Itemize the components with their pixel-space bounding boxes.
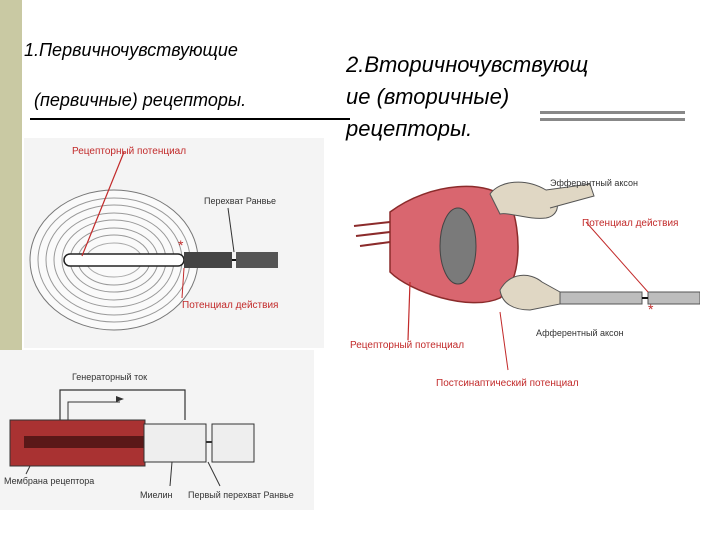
- label-action-potential: Потенциал действия: [582, 218, 678, 229]
- generator-current-loop: [60, 390, 185, 420]
- label-receptor-potential: Рецепторный потенциал: [72, 146, 186, 157]
- label-node-of-ranvier: Перехват Ранвье: [204, 196, 276, 206]
- divider-right-top: [540, 111, 685, 114]
- action-potential-star-icon: *: [178, 237, 184, 253]
- pacinian-corpuscle-diagram: * Рецепторный потенциал Перехват Ранвье …: [24, 138, 324, 348]
- generator-current-diagram: Генераторный ток Мембрана рецептора Миел…: [0, 350, 314, 510]
- afferent-myelin-1: [560, 292, 642, 304]
- first-node-pointer: [208, 462, 220, 486]
- secondary-receptors-heading-line3: рецепторы.: [346, 116, 472, 142]
- divider-left: [30, 118, 350, 120]
- primary-receptor-figure: * Рецепторный потенциал Перехват Ранвье …: [24, 138, 324, 348]
- action-potential-star-icon: *: [648, 301, 654, 317]
- current-arrow-icon: [116, 396, 124, 402]
- node-pointer: [228, 208, 234, 252]
- primary-receptors-heading-line2: (первичные) рецепторы.: [34, 90, 246, 111]
- label-myelin: Миелин: [140, 490, 173, 500]
- myelin-pointer: [170, 462, 172, 486]
- primary-receptors-heading-line1: 1.Первичночувствующие: [24, 40, 238, 61]
- axon-core: [24, 436, 144, 448]
- label-first-node: Первый перехват Ранвье: [188, 490, 294, 500]
- secondary-receptors-heading-line1: 2.Вторичночувствующ: [346, 52, 588, 78]
- label-action-potential: Потенциал действия: [182, 300, 278, 311]
- receptor-potential-pointer: [408, 282, 410, 340]
- generator-current-inner-loop: [68, 402, 120, 420]
- label-efferent-axon: Эфферентный аксон: [550, 178, 638, 188]
- secondary-receptors-heading-line2: ие (вторичные): [346, 84, 509, 110]
- label-postsynaptic-potential: Постсинаптический потенциал: [436, 378, 579, 389]
- stereocilia: [354, 222, 390, 246]
- action-potential-pointer: [586, 222, 648, 292]
- afferent-terminal: [500, 275, 560, 310]
- nucleus: [440, 208, 476, 284]
- generator-current-figure: Генераторный ток Мембрана рецептора Миел…: [0, 350, 314, 510]
- membrane-pointer: [26, 466, 30, 474]
- label-receptor-membrane: Мембрана рецептора: [4, 476, 94, 486]
- myelin-segment-1: [184, 252, 232, 268]
- myelin-sheath-1: [144, 424, 206, 462]
- label-afferent-axon: Афферентный аксон: [536, 328, 624, 338]
- divider-right-bottom: [540, 118, 685, 121]
- postsynaptic-pointer: [500, 312, 508, 370]
- afferent-myelin-2: [648, 292, 700, 304]
- myelin-sheath-2: [212, 424, 254, 462]
- hair-cell-diagram: * Эфферентный аксон Потенциал действия А…: [350, 142, 700, 412]
- secondary-receptor-figure: * Эфферентный аксон Потенциал действия А…: [350, 142, 700, 412]
- myelin-segment-2: [236, 252, 278, 268]
- label-generator-current: Генераторный ток: [72, 372, 147, 382]
- slide-sidebar-bar: [0, 0, 22, 350]
- label-receptor-potential: Рецепторный потенциал: [350, 340, 464, 351]
